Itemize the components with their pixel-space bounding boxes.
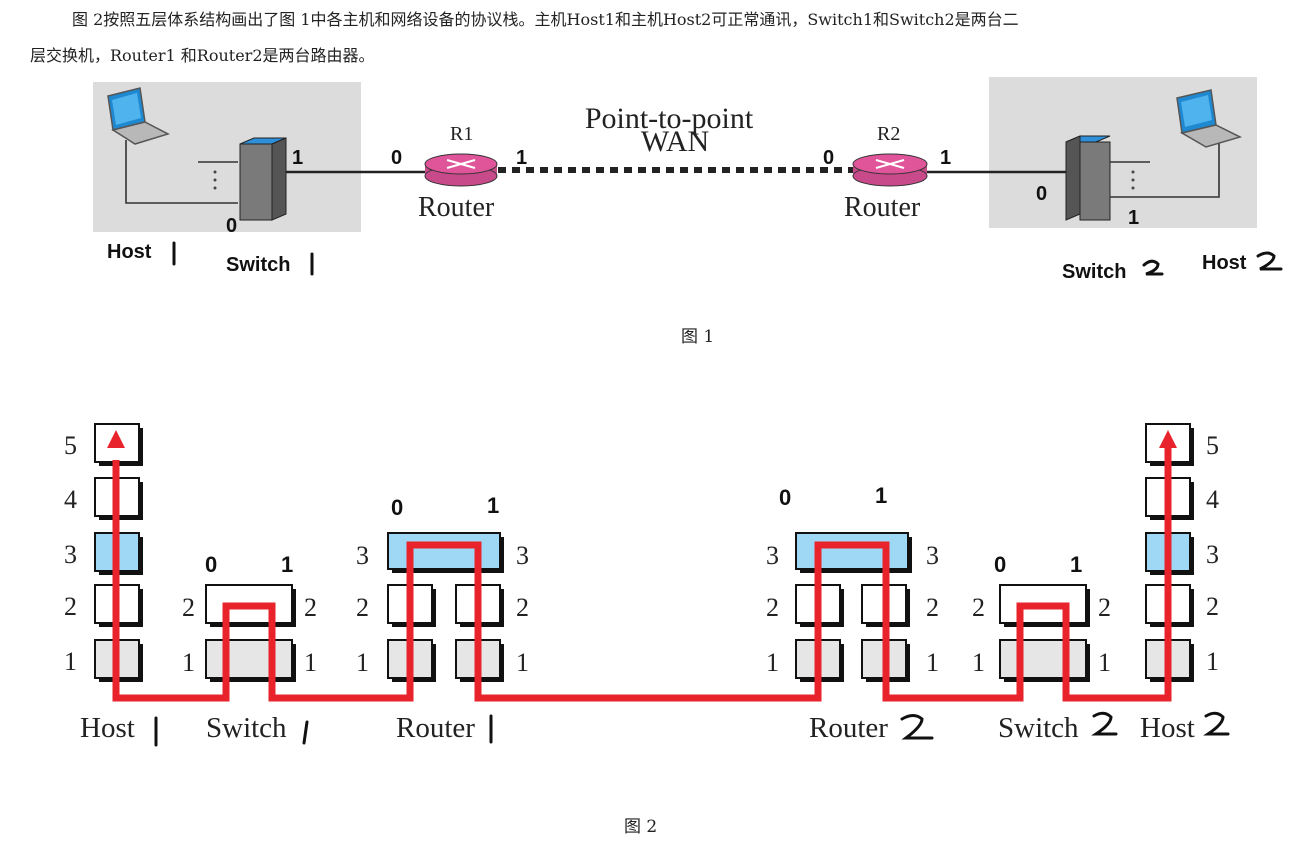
host1-layer-number-4: 4: [64, 485, 77, 514]
switch1-port-0-label: 0: [226, 215, 237, 237]
router-icon-r1: [424, 153, 498, 187]
router2-port-1-label: 1: [875, 483, 887, 508]
switch1-dots: [213, 170, 217, 190]
switch1-layer-1: [205, 639, 293, 679]
handwritten-numerals-fig2: [154, 711, 1230, 747]
laptop-icon-host1: [107, 87, 170, 145]
switch2-layer-number-1-left: 1: [972, 648, 985, 677]
switch2-device-label: Switch: [998, 712, 1079, 744]
r1-type-label: Router: [418, 192, 495, 223]
switch2-layer-number-2-left: 2: [972, 593, 985, 622]
figure-1-caption: 图 1: [681, 327, 715, 347]
r2-type-label: Router: [844, 192, 921, 223]
r2-port-1-label: 1: [940, 147, 951, 169]
r1-port-1-label: 1: [516, 147, 527, 169]
switch1-port-0-label: 0: [205, 552, 217, 577]
host2-layer-number-3: 3: [1206, 540, 1219, 569]
router-icon-r2: [852, 153, 928, 187]
host2-path-arrowhead: [1159, 430, 1177, 448]
r1-name-label: R1: [450, 123, 473, 145]
router1-layer-number-3-left: 3: [356, 541, 369, 570]
laptop-icon-host2: [1176, 89, 1243, 148]
paragraph-line-2: 层交换机，Router1 和Router2是两台路由器。: [30, 46, 375, 65]
router1-layer-number-3-right: 3: [516, 541, 529, 570]
switch2-dots: [1131, 170, 1135, 190]
switch1-layer-number-1-left: 1: [182, 648, 195, 677]
host1-layer-number-2: 2: [64, 592, 77, 621]
switch1-layer-number-1-right: 1: [304, 648, 317, 677]
switch2-port-0-label: 0: [1036, 183, 1047, 205]
host2-device-label: Host: [1140, 712, 1195, 744]
router1-port-1-label: 1: [487, 493, 499, 518]
switch2-port-1-label: 1: [1128, 207, 1139, 229]
router2-layer-number-1-right: 1: [926, 648, 939, 677]
router1-port-0-label: 0: [391, 495, 403, 520]
router1-layer-3: [387, 532, 501, 570]
protocol-path-line: [112, 440, 1172, 702]
router2-device-label: Router: [809, 712, 888, 744]
host1-layer-number-5: 5: [64, 431, 77, 460]
host2-layer-number-5: 5: [1206, 431, 1219, 460]
switch1-port-1-label: 1: [292, 147, 303, 169]
r1-port-0-label: 0: [391, 147, 402, 169]
host1-path-arrowhead: [107, 430, 125, 448]
switch1-port-1-label: 1: [281, 552, 293, 577]
switch2-icon: [1065, 135, 1111, 221]
wan-label-line2: WAN: [641, 125, 709, 158]
host2-layer-number-4: 4: [1206, 485, 1219, 514]
wan-label-line1: Point-to-point: [585, 102, 754, 135]
switch2-label: Switch: [1062, 261, 1126, 283]
host1-label: Host: [107, 241, 152, 263]
switch1-layer-number-2-left: 2: [182, 593, 195, 622]
router1-layer-number-2-left: 2: [356, 593, 369, 622]
switch1-layer-number-2-right: 2: [304, 593, 317, 622]
router1-device-label: Router: [396, 712, 475, 744]
router2-port-0-label: 0: [779, 485, 791, 510]
switch2-layer-number-2-right: 2: [1098, 593, 1111, 622]
host2-label: Host: [1202, 252, 1247, 274]
description-paragraph: 图 2按照五层体系结构画出了图 1中各主机和网络设备的协议栈。主机Host1和主…: [30, 2, 1280, 74]
switch2-port-0-label: 0: [994, 552, 1006, 577]
host2-cable: [1110, 142, 1220, 198]
router1-layer-number-1-left: 1: [356, 648, 369, 677]
handwritten-numerals-fig1: [172, 241, 1283, 276]
host1-layer-number-3: 3: [64, 540, 77, 569]
r2-port-0-label: 0: [823, 147, 834, 169]
router1-layer-number-1-right: 1: [516, 648, 529, 677]
host1-cable: [125, 140, 238, 204]
router2-layer-number-2-right: 2: [926, 593, 939, 622]
host2-layer-number-2: 2: [1206, 592, 1219, 621]
switch1-icon: [239, 137, 287, 221]
switch1-label: Switch: [226, 254, 290, 276]
switch2-layer-number-1-right: 1: [1098, 648, 1111, 677]
router2-layer-number-3-left: 3: [766, 541, 779, 570]
paragraph-line-1: 图 2按照五层体系结构画出了图 1中各主机和网络设备的协议栈。主机Host1和主…: [72, 10, 1019, 29]
host2-layer-number-1: 1: [1206, 647, 1219, 676]
router2-layer-number-1-left: 1: [766, 648, 779, 677]
router2-layer-number-2-left: 2: [766, 593, 779, 622]
switch1-device-label: Switch: [206, 712, 287, 744]
switch2-port-1-label: 1: [1070, 552, 1082, 577]
router1-layer-number-2-right: 2: [516, 593, 529, 622]
figure-2-caption: 图 2: [624, 817, 658, 837]
switch2-layer-2: [999, 584, 1087, 624]
switch2-layer-1: [999, 639, 1087, 679]
r2-name-label: R2: [877, 123, 900, 145]
host1-layer-number-1: 1: [64, 647, 77, 676]
router2-layer-number-3-right: 3: [926, 541, 939, 570]
host1-device-label: Host: [80, 712, 135, 744]
router2-layer-3: [795, 532, 909, 570]
